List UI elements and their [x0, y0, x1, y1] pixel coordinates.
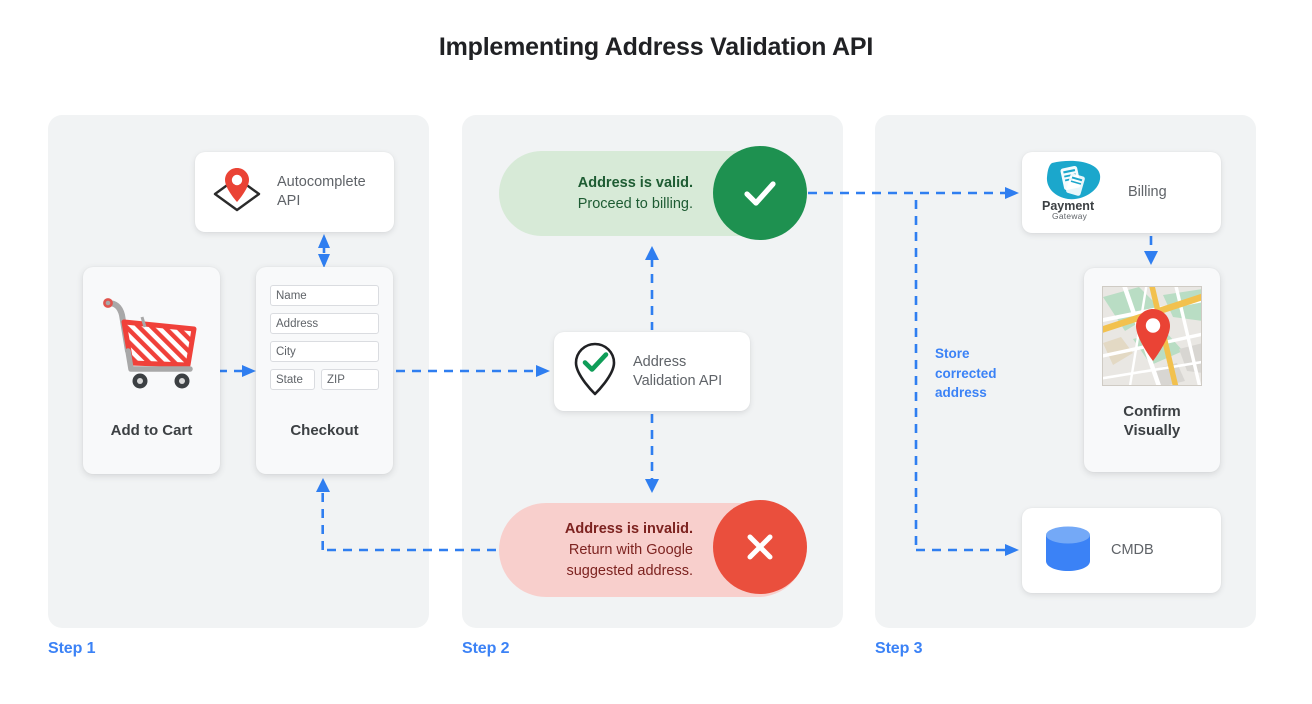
confirm-visually-label: Confirm Visually	[1123, 403, 1181, 439]
address-invalid-headline: Address is invalid.	[564, 521, 693, 537]
checkout-card[interactable]: Name Address City State ZIP Checkout	[256, 267, 393, 474]
cross-icon	[713, 500, 807, 594]
shopping-cart-icon	[98, 289, 206, 398]
state-zip-row: State ZIP	[270, 369, 379, 390]
add-to-cart-label: Add to Cart	[110, 422, 193, 439]
address-invalid-pill: Address is invalid. Return with Google s…	[499, 500, 807, 597]
address-validation-api-card[interactable]: Address Validation API	[554, 332, 750, 411]
autocomplete-api-card[interactable]: Autocomplete API	[195, 152, 394, 232]
map-thumbnail-icon	[1102, 286, 1202, 386]
add-to-cart-card[interactable]: Add to Cart	[83, 267, 220, 474]
name-field[interactable]: Name	[270, 285, 379, 306]
payment-gateway-logo: Payment Gateway	[1038, 159, 1110, 226]
step-1-label: Step 1	[48, 640, 96, 657]
svg-text:Gateway: Gateway	[1052, 211, 1088, 221]
check-icon	[713, 146, 807, 240]
cmdb-label: CMDB	[1111, 542, 1154, 558]
step-2-label: Step 2	[462, 640, 510, 657]
address-field[interactable]: Address	[270, 313, 379, 334]
page-title: Implementing Address Validation API	[438, 33, 874, 61]
address-valid-headline: Address is valid.	[577, 175, 693, 191]
address-invalid-body-line2: suggested address.	[566, 563, 693, 579]
step-3-label: Step 3	[875, 640, 923, 657]
address-validation-api-label: Address Validation API	[633, 353, 723, 389]
state-field[interactable]: State	[270, 369, 315, 390]
billing-card[interactable]: Payment Gateway Billing	[1022, 152, 1221, 233]
address-invalid-text: Address is invalid. Return with Google s…	[565, 519, 693, 582]
checkout-form: Name Address City State ZIP	[270, 285, 379, 390]
autocomplete-api-label: Autocomplete API	[277, 174, 366, 209]
pin-check-icon	[570, 340, 620, 403]
store-corrected-address-note: Store corrected address	[935, 346, 997, 400]
address-valid-body: Proceed to billing.	[577, 196, 693, 212]
database-cylinder-icon	[1042, 522, 1094, 579]
address-valid-text: Address is valid. Proceed to billing.	[578, 173, 693, 215]
map-pin-diamond-icon	[209, 164, 265, 221]
address-valid-pill: Address is valid. Proceed to billing.	[499, 146, 807, 240]
checkout-label: Checkout	[290, 422, 359, 439]
address-invalid-body-line1: Return with Google	[568, 542, 693, 558]
city-field[interactable]: City	[270, 341, 379, 362]
svg-text:Payment: Payment	[1042, 199, 1095, 213]
confirm-visually-card[interactable]: Confirm Visually	[1084, 268, 1220, 472]
billing-label: Billing	[1128, 184, 1167, 200]
zip-field[interactable]: ZIP	[321, 369, 379, 390]
cmdb-card[interactable]: CMDB	[1022, 508, 1221, 593]
